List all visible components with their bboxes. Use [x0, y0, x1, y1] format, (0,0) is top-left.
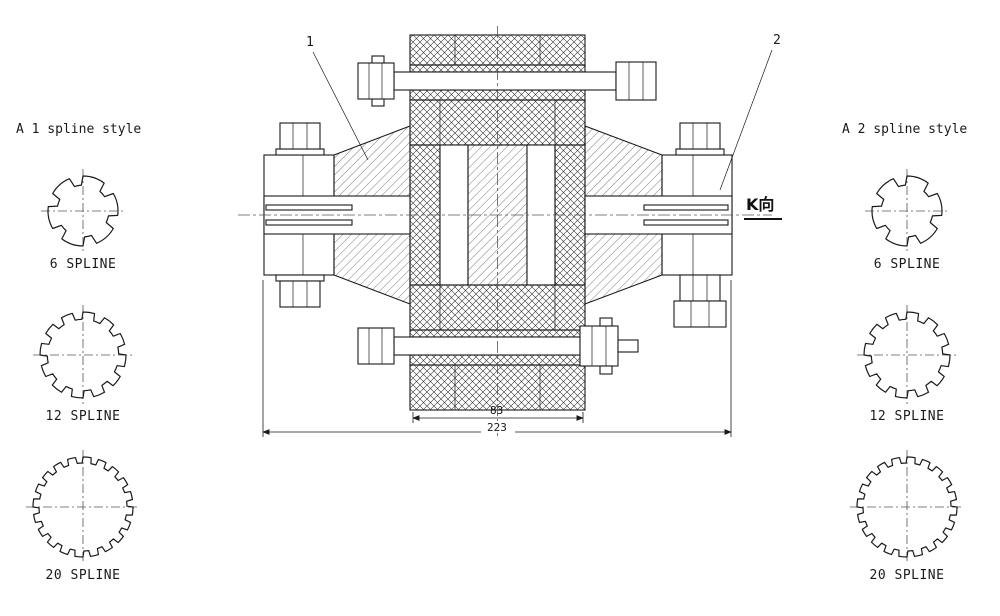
dimension-83: 83: [412, 404, 584, 423]
spline-figure-20-right: 20 SPLINE: [832, 448, 982, 583]
spline-caption-6-right: 6 SPLINE: [873, 257, 941, 272]
centerlines: [238, 26, 772, 436]
callout-1-label: 1: [306, 35, 314, 50]
k-view-label: K向: [744, 195, 782, 220]
bottom-bolt: [357, 317, 639, 375]
dim-223-text: 223: [487, 421, 507, 434]
spline-12-icon: [33, 305, 133, 405]
dim-83-text: 83: [490, 404, 503, 417]
spline-caption-20-right: 20 SPLINE: [869, 568, 945, 583]
callout-2: 2: [719, 33, 781, 191]
spline-20-icon: [850, 450, 964, 564]
spline-caption-6-left: 6 SPLINE: [49, 257, 117, 272]
spline-figure-6-right: 6 SPLINE: [832, 167, 982, 272]
spline-6-icon: [41, 169, 125, 253]
spline-figure-6-left: 6 SPLINE: [8, 167, 158, 272]
spline-figure-20-left: 20 SPLINE: [8, 448, 158, 583]
spline-6-icon: [865, 169, 949, 253]
spline-figure-12-left: 12 SPLINE: [8, 303, 158, 424]
spline-figure-12-right: 12 SPLINE: [832, 303, 982, 424]
dimension-223: 223: [262, 280, 732, 437]
callout-2-label: 2: [773, 33, 781, 48]
spline-caption-12-right: 12 SPLINE: [869, 409, 945, 424]
right-yoke: [584, 122, 733, 328]
spline-caption-12-left: 12 SPLINE: [45, 409, 121, 424]
spline-caption-20-left: 20 SPLINE: [45, 568, 121, 583]
top-bolt: [357, 55, 657, 107]
spline-12-icon: [857, 305, 957, 405]
right-column-title: A 2 spline style: [842, 122, 968, 137]
k-view-text: K向: [746, 195, 774, 214]
left-column-title: A 1 spline style: [16, 122, 142, 137]
spline-20-icon: [26, 450, 140, 564]
callout-1: 1: [306, 35, 369, 161]
